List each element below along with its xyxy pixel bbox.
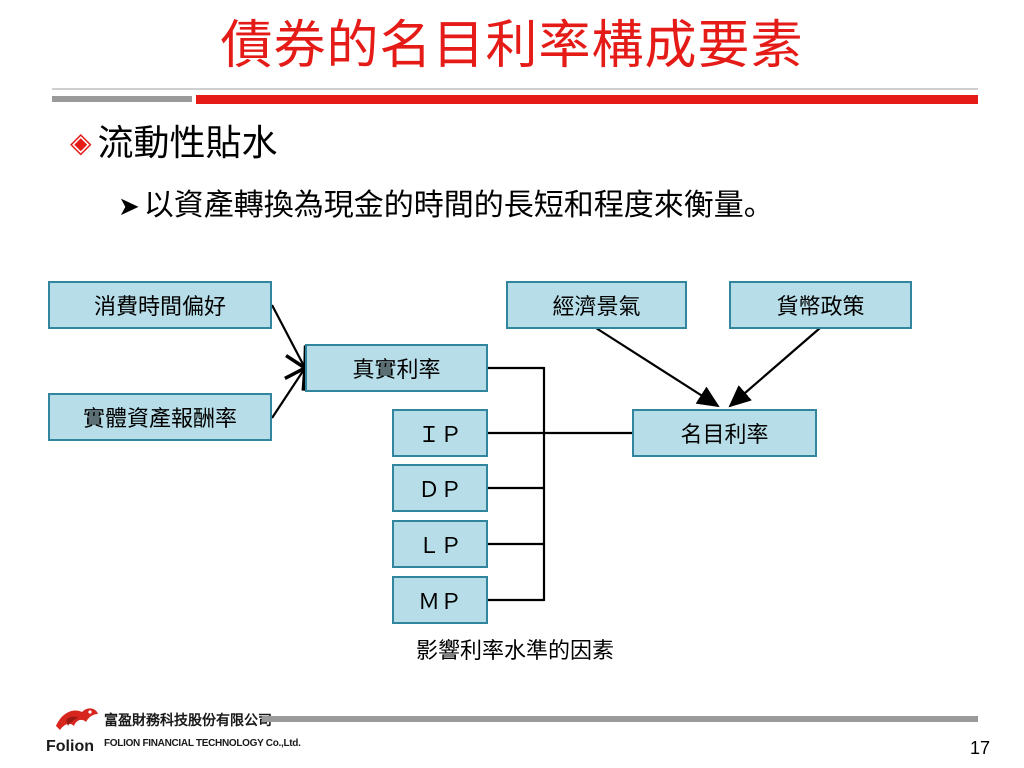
company-name-english: FOLION FINANCIAL TECHNOLOGY Co.,Ltd. bbox=[104, 738, 301, 749]
diamond-bullet-icon: ◈ bbox=[70, 126, 92, 159]
box-economy: 經濟景氣 bbox=[506, 281, 687, 329]
diagram-caption: 影響利率水準的因素 bbox=[415, 639, 614, 664]
folion-dragon-logo-icon bbox=[56, 708, 98, 730]
bullet-level2-text: 以資產轉換為現金的時間的長短和程度來衡量。 bbox=[143, 188, 774, 223]
box-monetary-policy: 貨幣政策 bbox=[729, 281, 912, 329]
box-dp: ＤＰ bbox=[392, 464, 488, 512]
box-consumption-preference: 消費時間偏好 bbox=[48, 281, 272, 329]
title-underline-gray bbox=[52, 96, 192, 102]
box-nominal-interest-rate: 名目利率 bbox=[632, 409, 817, 457]
box-lp: ＬＰ bbox=[392, 520, 488, 568]
company-name-chinese: 富盈財務科技股份有限公司 bbox=[104, 713, 272, 729]
bullet-level2: ➤以資產轉換為現金的時間的長短和程度來衡量。 bbox=[118, 184, 774, 229]
arrow-policy-to-nominal bbox=[728, 327, 821, 408]
footer-rule bbox=[262, 716, 978, 722]
box-real-interest-rate: 真實利率 bbox=[305, 344, 488, 392]
box-ip: ＩＰ bbox=[392, 409, 488, 457]
title-underline-light bbox=[52, 88, 978, 90]
bullet-level1: ◈流動性貼水 bbox=[70, 118, 278, 169]
bullet-level1-text: 流動性貼水 bbox=[97, 123, 278, 164]
arrow-consumption-to-real bbox=[271, 304, 308, 372]
slide-title: 債券的名目利率構成要素 bbox=[220, 16, 804, 76]
arrow-asset-to-real bbox=[271, 364, 307, 419]
arrow-economy-to-nominal bbox=[595, 327, 720, 408]
page-number: 17 bbox=[969, 738, 990, 758]
box-real-asset-return: 實體資產報酬率 bbox=[48, 393, 272, 441]
title-underline-red bbox=[196, 95, 978, 104]
box-mp: ＭＰ bbox=[392, 576, 488, 624]
arrow-bullet-icon: ➤ bbox=[118, 192, 140, 222]
logo-wordmark: Folion bbox=[46, 738, 94, 755]
